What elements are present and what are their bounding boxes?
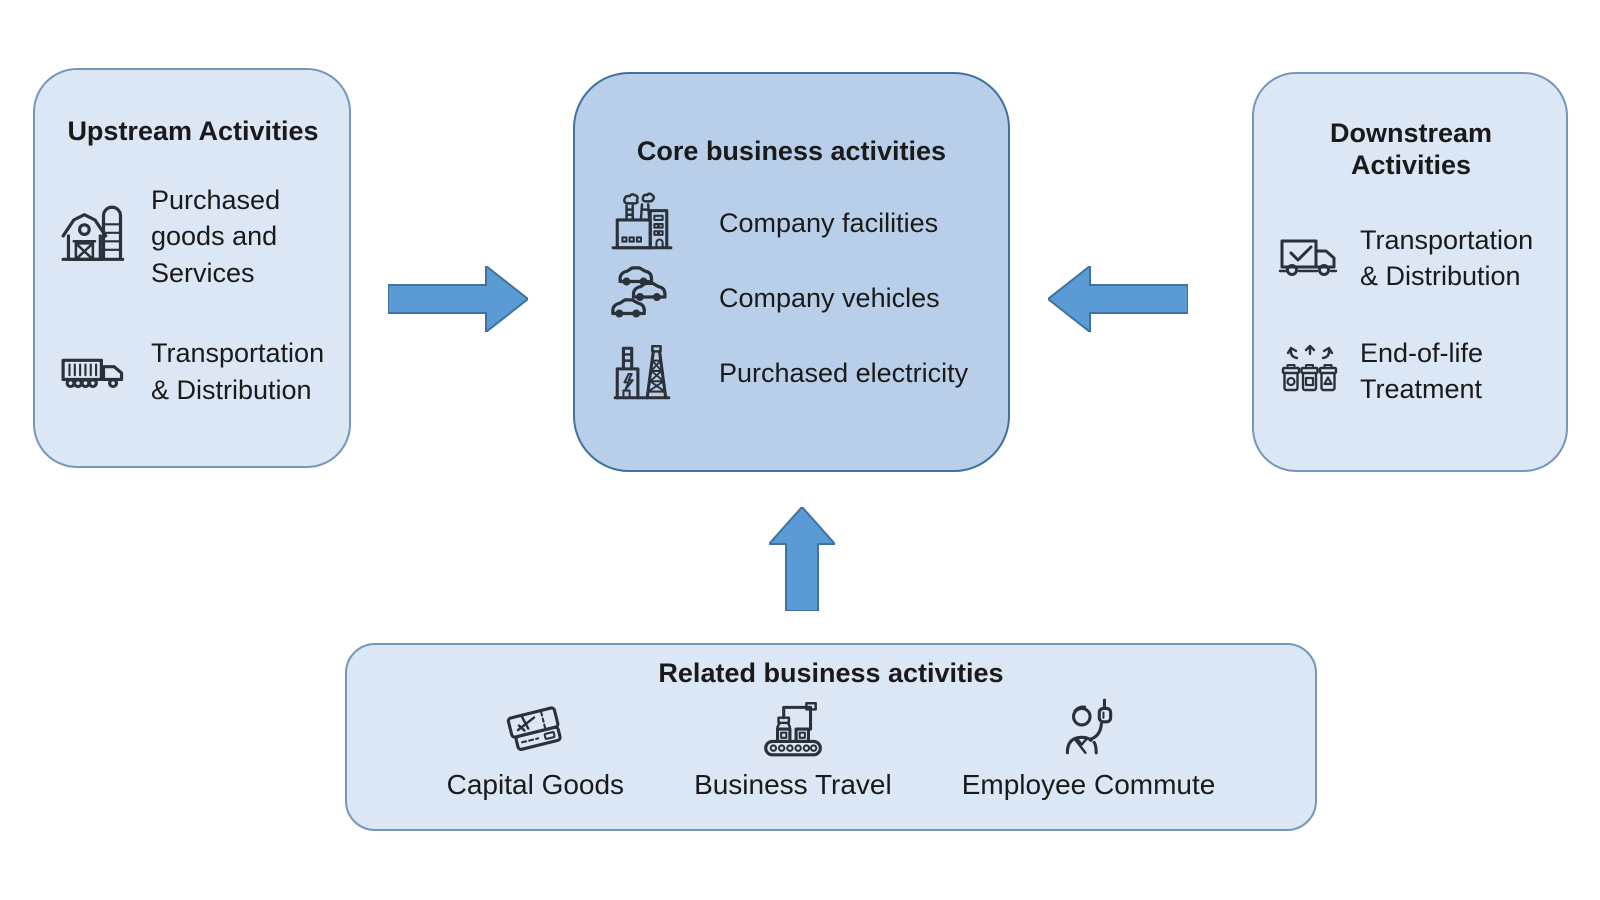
list-item: Transportation & Distribution <box>1274 222 1548 295</box>
list-item: Business Travel <box>694 695 892 801</box>
item-label: End-of-life Treatment <box>1360 337 1484 405</box>
list-item: Employee Commute <box>961 695 1216 801</box>
barn-icon <box>61 203 129 271</box>
item-label: Employee Commute <box>961 768 1216 800</box>
related-items-row: Capital Goods <box>347 695 1315 801</box>
item-label: Capital Goods <box>446 768 625 800</box>
list-item: Capital Goods <box>447 695 624 801</box>
delivery-truck-icon <box>1274 226 1346 290</box>
power-plant-icon <box>607 340 677 406</box>
list-item: Purchased electricity <box>575 338 1008 408</box>
arrow-related-to-core <box>769 507 835 611</box>
item-label: Purchased goods and Services <box>151 184 281 288</box>
downstream-activities-box: Downstream Activities Transportation & D… <box>1252 72 1568 472</box>
factory-icon <box>607 190 677 256</box>
arrow-upstream-to-core <box>388 266 528 332</box>
tickets-icon <box>502 695 568 761</box>
core-title: Core business activities <box>636 136 947 166</box>
arrow-downstream-to-core <box>1048 266 1188 332</box>
conveyor-icon <box>760 695 826 761</box>
item-label: Business Travel <box>694 768 892 800</box>
item-label: Company vehicles <box>719 282 940 313</box>
related-title: Related business activities <box>658 658 1004 688</box>
related-business-activities-box: Related business activities <box>345 643 1317 831</box>
commuter-icon <box>1056 695 1122 761</box>
list-item: Company vehicles <box>575 263 1008 333</box>
downstream-title: Downstream Activities <box>1329 118 1493 180</box>
truck-icon <box>61 338 129 406</box>
list-item: Company facilities <box>575 188 1008 258</box>
list-item: Transportation & Distribution <box>61 335 325 408</box>
cars-icon <box>607 265 677 331</box>
recycle-bins-icon <box>1274 339 1346 403</box>
item-label: Purchased electricity <box>719 357 969 388</box>
core-business-activities-box: Core business activities <box>573 72 1010 472</box>
item-label: Transportation & Distribution <box>151 338 325 405</box>
list-item: Purchased goods and Services <box>61 182 325 291</box>
item-label: Transportation & Distribution <box>1360 224 1534 292</box>
item-label: Company facilities <box>719 207 939 238</box>
upstream-title: Upstream Activities <box>67 116 319 146</box>
upstream-activities-box: Upstream Activities Purchased goods and … <box>33 68 351 468</box>
list-item: End-of-life Treatment <box>1274 335 1548 408</box>
